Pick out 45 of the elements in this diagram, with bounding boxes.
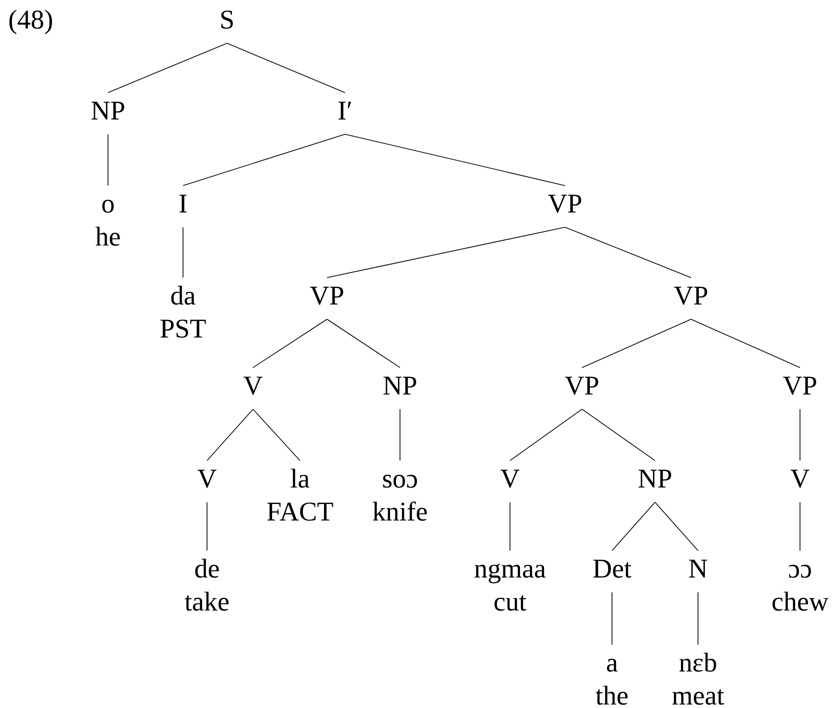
tree-node-label: I′: [338, 102, 352, 120]
branch-line: [510, 408, 582, 461]
branch-line: [226, 42, 346, 93]
tree-node-label: NP: [384, 376, 416, 394]
branch-line: [654, 502, 698, 551]
tree-node-label: o he: [96, 200, 120, 246]
branch-line: [326, 226, 566, 278]
branch-line: [252, 318, 328, 368]
tree-node-label: V: [244, 376, 262, 395]
tree-node-label: VP: [310, 286, 344, 305]
tree-node-label: VP: [548, 194, 582, 213]
tree-node-label: V: [790, 470, 810, 488]
tree-node-label: VP: [565, 376, 598, 395]
tree-node-label: la FACT: [267, 468, 334, 521]
branch-line: [564, 226, 692, 278]
tree-node-label: V: [198, 470, 216, 488]
tree-node-label: VP: [783, 376, 816, 395]
tree-node-label: VP: [674, 286, 708, 305]
branch-line: [582, 408, 656, 461]
branch-line: [344, 134, 566, 186]
branch-line: [182, 226, 184, 278]
branch-line: [206, 408, 254, 461]
tree-node-label: de take: [184, 558, 229, 611]
tree-node-label: nɛb meat: [672, 652, 724, 705]
branch-line: [612, 502, 656, 551]
branch-line: [206, 502, 208, 551]
tree-node-label: NP: [92, 102, 124, 120]
tree-node-label: Det: [593, 560, 632, 578]
tree-node-label: I: [179, 194, 187, 212]
branch-line: [182, 134, 346, 186]
branch-line: [326, 318, 400, 368]
branch-line: [690, 318, 800, 368]
tree-node-label: NP: [638, 470, 672, 488]
example-number: (48): [9, 10, 52, 34]
tree-node-label: N: [689, 560, 708, 578]
branch-line: [252, 408, 300, 461]
tree-node-label: ngmaa cut: [474, 564, 546, 611]
branch-line: [582, 318, 692, 368]
tree-node-label: soɔ knife: [372, 474, 427, 521]
tree-node-label: S: [221, 10, 233, 29]
tree-node-label: ɔɔ chew: [772, 564, 828, 611]
branch-line: [108, 42, 228, 93]
tree-node-label: da PST: [160, 286, 206, 338]
tree-node-label: a the: [596, 658, 628, 705]
tree-node-label: V: [500, 470, 520, 488]
